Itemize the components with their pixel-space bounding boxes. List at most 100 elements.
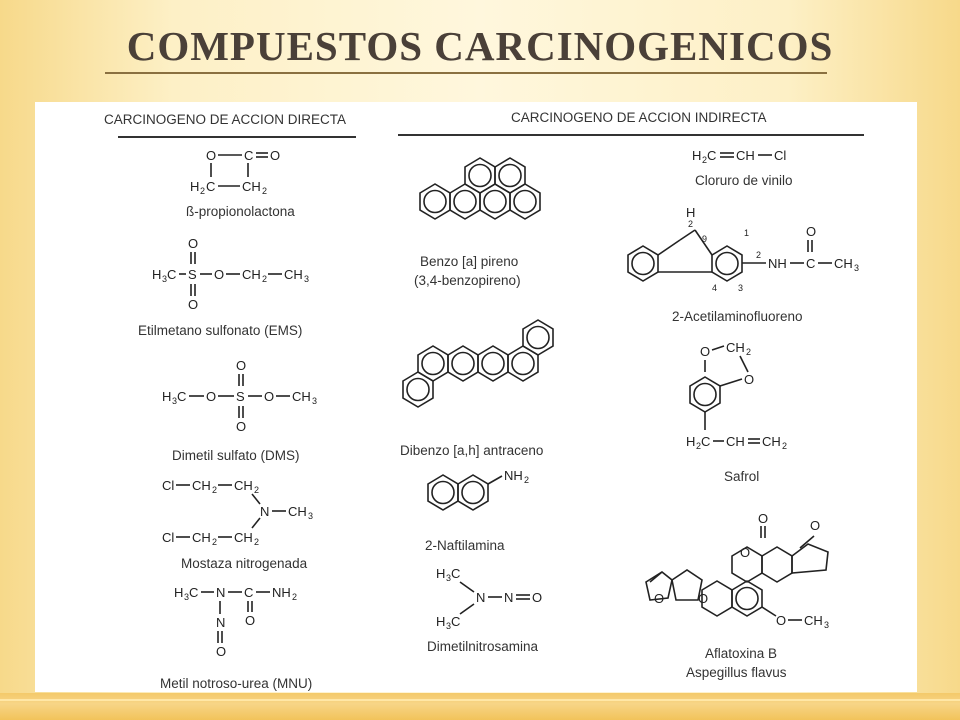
- svg-text:C: C: [806, 256, 815, 271]
- svg-text:1: 1: [744, 228, 749, 238]
- benzopireno-label-1: Benzo [a] pireno: [420, 254, 519, 269]
- svg-text:O: O: [188, 297, 198, 312]
- safrol-label: Safrol: [724, 469, 760, 484]
- svg-text:CH: CH: [834, 256, 853, 271]
- svg-text:3: 3: [312, 396, 317, 406]
- svg-text:H: H: [190, 179, 199, 194]
- section-header-indirect: CARCINOGENO DE ACCION INDIRECTA: [511, 110, 767, 125]
- bottom-decoration-bar: [0, 693, 960, 720]
- svg-text:9: 9: [702, 234, 707, 244]
- svg-text:CH: CH: [292, 389, 311, 404]
- svg-text:S: S: [236, 389, 245, 404]
- naftilamina-label: 2-Naftilamina: [425, 538, 505, 553]
- svg-text:C: C: [244, 585, 253, 600]
- svg-text:N: N: [476, 590, 485, 605]
- svg-text:N: N: [216, 615, 225, 630]
- svg-text:O: O: [532, 590, 542, 605]
- svg-text:C: C: [451, 566, 460, 581]
- svg-text:CH: CH: [762, 434, 781, 449]
- svg-text:C: C: [177, 389, 186, 404]
- svg-text:NH: NH: [504, 468, 523, 483]
- svg-text:O: O: [806, 224, 816, 239]
- svg-text:NH: NH: [768, 256, 787, 271]
- svg-text:H: H: [436, 614, 445, 629]
- svg-text:C: C: [206, 179, 215, 194]
- svg-text:O: O: [758, 511, 768, 526]
- aflatoxina-label-1: Aflatoxina B: [705, 646, 778, 661]
- svg-text:N: N: [504, 590, 513, 605]
- svg-text:CH: CH: [726, 434, 745, 449]
- svg-text:O: O: [700, 344, 710, 359]
- svg-text:H: H: [686, 434, 695, 449]
- svg-text:2: 2: [262, 274, 267, 284]
- svg-text:CH: CH: [804, 613, 823, 628]
- svg-text:N: N: [216, 585, 225, 600]
- mostaza-label: Mostaza nitrogenada: [181, 556, 308, 571]
- svg-text:2: 2: [292, 592, 297, 602]
- svg-text:C: C: [451, 614, 460, 629]
- svg-text:3: 3: [446, 573, 451, 583]
- propionolactona-label: ß-propionolactona: [186, 204, 295, 219]
- svg-text:O: O: [216, 644, 226, 659]
- svg-text:O: O: [206, 389, 216, 404]
- acetilamino-label: 2-Acetilaminofluoreno: [672, 309, 803, 324]
- svg-text:CH: CH: [288, 504, 307, 519]
- svg-text:C: C: [701, 434, 710, 449]
- svg-text:3: 3: [824, 620, 829, 630]
- svg-text:O: O: [698, 591, 708, 606]
- svg-text:2: 2: [262, 186, 267, 196]
- svg-text:O: O: [744, 372, 754, 387]
- aflatoxina-label-2: Aspegillus flavus: [686, 665, 787, 680]
- svg-text:3: 3: [172, 396, 177, 406]
- svg-text:2: 2: [254, 485, 259, 495]
- ems-label: Etilmetano sulfonato (EMS): [138, 323, 303, 338]
- svg-text:2: 2: [212, 485, 217, 495]
- svg-text:Cl: Cl: [162, 478, 174, 493]
- page-title: COMPUESTOS CARCINOGENICOS: [126, 23, 834, 69]
- svg-text:CH: CH: [234, 478, 253, 493]
- svg-text:CH: CH: [234, 530, 253, 545]
- benzopireno-label-2: (3,4-benzopireno): [414, 273, 521, 288]
- cloruro-label: Cloruro de vinilo: [695, 173, 793, 188]
- svg-text:H: H: [692, 148, 701, 163]
- svg-text:O: O: [236, 419, 246, 434]
- mnu-label: Metil notroso-urea (MNU): [160, 676, 313, 691]
- svg-text:CH: CH: [736, 148, 755, 163]
- svg-text:O: O: [270, 148, 280, 163]
- svg-text:S: S: [188, 267, 197, 282]
- svg-text:2: 2: [688, 219, 693, 229]
- svg-text:O: O: [776, 613, 786, 628]
- dibenzo-label: Dibenzo [a,h] antraceno: [400, 443, 544, 458]
- svg-text:2: 2: [782, 441, 787, 451]
- section-rule-direct: [118, 136, 356, 138]
- svg-text:2: 2: [696, 441, 701, 451]
- svg-text:H: H: [152, 267, 161, 282]
- dibenzo-structure: [402, 319, 554, 408]
- svg-text:3: 3: [738, 283, 743, 293]
- svg-text:C: C: [244, 148, 253, 163]
- benzopireno-structure: [419, 157, 541, 220]
- svg-text:3: 3: [162, 274, 167, 284]
- svg-text:4: 4: [712, 283, 717, 293]
- svg-text:O: O: [740, 545, 750, 560]
- svg-text:2: 2: [524, 475, 529, 485]
- svg-text:O: O: [654, 591, 664, 606]
- svg-text:2: 2: [200, 186, 205, 196]
- svg-text:O: O: [810, 518, 820, 533]
- svg-text:O: O: [214, 267, 224, 282]
- svg-text:3: 3: [184, 592, 189, 602]
- svg-text:2: 2: [212, 537, 217, 547]
- section-header-direct: CARCINOGENO DE ACCION DIRECTA: [104, 112, 347, 127]
- svg-text:3: 3: [308, 511, 313, 521]
- svg-text:2: 2: [702, 155, 707, 165]
- svg-text:CH: CH: [242, 179, 261, 194]
